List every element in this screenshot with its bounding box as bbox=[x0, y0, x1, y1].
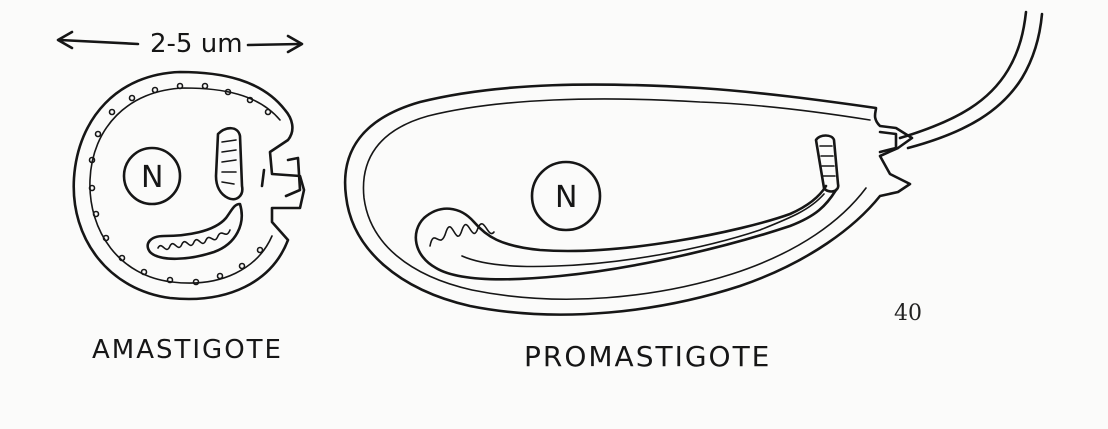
page-number: 40 bbox=[894, 301, 922, 326]
promastigote-mitochondrion-inner bbox=[462, 194, 824, 267]
promastigote-flagellum bbox=[900, 12, 1026, 138]
promastigote-nucleus-label: N bbox=[555, 180, 577, 215]
scale-bar: 2-5 um bbox=[58, 29, 302, 59]
promastigote-outer-membrane bbox=[345, 85, 912, 315]
amastigote-kinetoplast bbox=[216, 128, 242, 199]
amastigote-mitochondrion bbox=[148, 204, 242, 259]
promastigote-cell: N bbox=[345, 12, 1042, 315]
promastigote-label: PROMASTIGOTE bbox=[524, 340, 771, 373]
amastigote-basal-body bbox=[262, 170, 264, 186]
amastigote-cell: N bbox=[74, 72, 304, 299]
amastigote-label: AMASTIGOTE bbox=[92, 335, 283, 365]
amastigote-inner-membrane bbox=[90, 88, 280, 283]
scale-label: 2-5 um bbox=[150, 29, 243, 59]
promastigote-mitochondrion bbox=[416, 186, 836, 279]
promastigote-flagellar-pocket bbox=[880, 132, 896, 152]
promastigote-mitochondrion-cristae bbox=[430, 224, 494, 246]
promastigote-kinetoplast bbox=[816, 136, 838, 192]
amastigote-outer-membrane bbox=[74, 72, 304, 299]
amastigote-nucleus-label: N bbox=[141, 160, 163, 195]
amastigote-kinetoplast-striations bbox=[222, 140, 236, 184]
scale-arrow-left-line bbox=[60, 40, 138, 44]
scale-arrow-right-line bbox=[248, 44, 300, 45]
amastigote-flagellar-pocket bbox=[286, 158, 300, 196]
